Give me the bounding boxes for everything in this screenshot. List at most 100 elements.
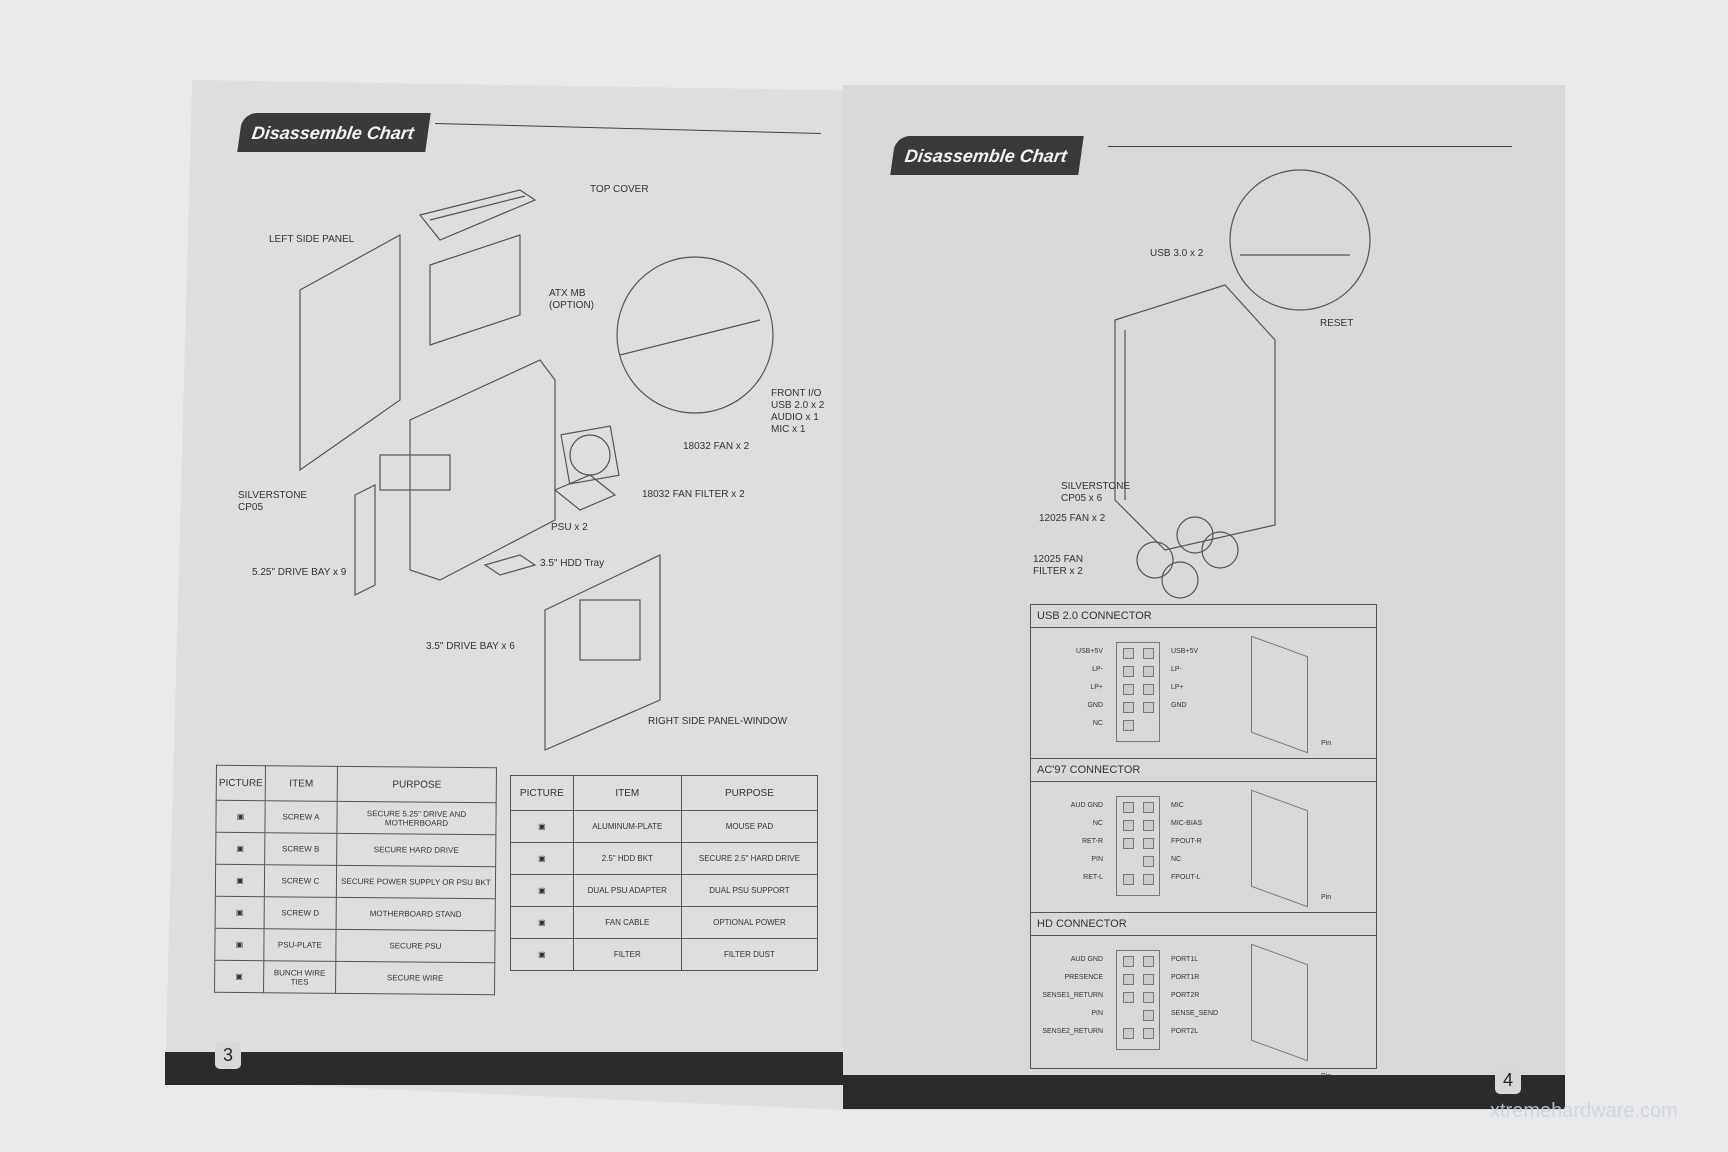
col-header: PICTURE [216, 765, 266, 801]
pin-label-right: MIC [1171, 802, 1184, 809]
hdd-tray-drawing [483, 554, 537, 576]
pin [1123, 838, 1134, 849]
label-fan: 18032 FAN x 2 [683, 441, 750, 452]
label-front-io: FRONT I/O USB 2.0 x 2 AUDIO x 1 MIC x 1 [771, 388, 825, 435]
col-header: ITEM [572, 775, 682, 811]
pin-label-left: SENSE2_RETURN [1042, 1028, 1103, 1035]
pin-pointer-label: Pin [1321, 894, 1332, 901]
pin-label-left: PIN [1091, 1010, 1103, 1017]
connector-3d-drawing [1251, 635, 1308, 754]
connector-3d-drawing [1251, 789, 1308, 908]
pin-label-left: GND [1087, 702, 1103, 709]
label-usb3: USB 3.0 x 2 [1150, 248, 1204, 259]
pin [1143, 1010, 1154, 1021]
pin-label-left: NC [1092, 720, 1103, 727]
item-purpose: SECURE PSU [335, 929, 496, 963]
pin-label-right: PORT2R [1171, 992, 1200, 999]
pin [1123, 684, 1134, 695]
pin [1143, 820, 1154, 831]
label-silverstone: SILVERSTONE CP05 [238, 490, 308, 513]
item-picture: ▣ [214, 960, 264, 993]
item-picture: ▣ [215, 832, 265, 865]
pin-label-left: AUD GND [1070, 802, 1103, 809]
item-picture: ▣ [510, 810, 574, 843]
pin-header-outline [1116, 950, 1160, 1050]
pin-label-right: NC [1171, 856, 1182, 863]
pin-label-right: LP+ [1171, 684, 1184, 691]
fan-filter-drawing [553, 474, 617, 511]
item-purpose: SECURE WIRE [335, 961, 495, 995]
label-drive-bay-525: 5.25" DRIVE BAY x 9 [252, 567, 347, 578]
item-picture: ▣ [215, 800, 266, 833]
top-cover-drawing [418, 189, 537, 241]
item-name: BUNCH WIRE TIES [263, 960, 336, 994]
pin-label-right: SENSE_SEND [1171, 1010, 1219, 1017]
item-picture: ▣ [510, 842, 574, 875]
item-name: 2.5" HDD BKT [572, 842, 682, 875]
right-page [843, 85, 1565, 1110]
label-hdd-tray: 3.5" HDD Tray [540, 558, 605, 569]
item-picture: ▣ [510, 938, 574, 971]
pin-label-right: GND [1171, 702, 1187, 709]
right-footer-band [843, 1075, 1565, 1109]
page-number-right: 4 [1495, 1066, 1521, 1094]
front-io-callout [616, 256, 774, 414]
item-name: SCREW A [264, 800, 338, 834]
label-reset: RESET [1320, 318, 1354, 329]
item-picture: ▣ [214, 928, 264, 961]
pin-label-left: PIN [1091, 856, 1103, 863]
col-header: PURPOSE [337, 766, 497, 803]
pin [1123, 956, 1134, 967]
right-fan-drawings [1136, 516, 1239, 599]
item-name: DUAL PSU ADAPTER [572, 874, 682, 907]
pin-label-left: RET-R [1082, 838, 1103, 845]
pin [1143, 666, 1154, 677]
item-picture: ▣ [215, 896, 265, 929]
connector-title: AC'97 CONNECTOR [1031, 759, 1376, 782]
connector-title: HD CONNECTOR [1031, 913, 1376, 936]
item-name: ALUMINUM-PLATE [572, 810, 682, 843]
pin-header-outline [1116, 642, 1160, 742]
pin-label-left: LP+ [1090, 684, 1103, 691]
pin [1143, 856, 1154, 867]
item-name: SCREW C [264, 864, 337, 898]
usb3-callout [1229, 169, 1371, 311]
item-purpose: MOTHERBOARD STAND [336, 897, 496, 931]
pin [1123, 648, 1134, 659]
pin [1123, 820, 1134, 831]
pin [1123, 702, 1134, 713]
header-rule [1108, 146, 1512, 147]
motherboard-drawing [429, 234, 521, 346]
case-drawing [379, 359, 556, 581]
label-psu: PSU x 2 [551, 522, 588, 533]
pin [1123, 992, 1134, 1003]
pin [1123, 802, 1134, 813]
pin-label-left: SENSE1_RETURN [1042, 992, 1103, 999]
label-right-panel: RIGHT SIDE PANEL-WINDOW [648, 716, 788, 727]
pin [1143, 956, 1154, 967]
right-panel-drawing [544, 554, 661, 751]
pin-label-right: FPOUT-L [1171, 874, 1201, 881]
pin [1143, 838, 1154, 849]
label-fan-right: 12025 FAN x 2 [1039, 513, 1106, 524]
item-purpose: SECURE HARD DRIVE [336, 833, 496, 867]
label-left-side-panel: LEFT SIDE PANEL [269, 234, 355, 245]
item-purpose: DUAL PSU SUPPORT [680, 874, 819, 907]
item-purpose: OPTIONAL POWER [680, 906, 819, 939]
